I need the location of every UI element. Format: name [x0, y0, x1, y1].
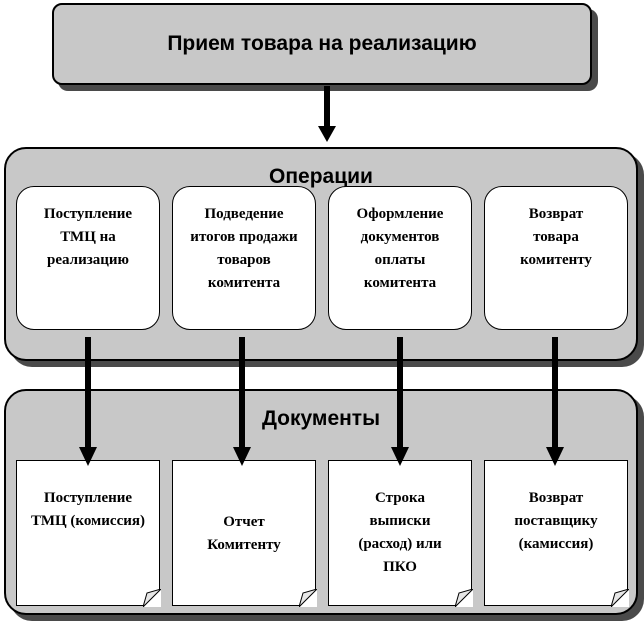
document-card-4: Возврат поставщику (камиссия) [484, 460, 629, 607]
operation-label-2: Подведение итогов продажи товаров комите… [190, 206, 298, 291]
operation-card-1: Поступление ТМЦ на реализацию [16, 186, 160, 330]
process-title-box: Прием товара на реализацию [52, 3, 592, 85]
operation-card-3: Оформление документов оплаты комитента [328, 186, 472, 330]
documents-title: Документы [261, 407, 381, 430]
document-label-4: Возврат поставщику (камиссия) [514, 490, 598, 552]
arrow-header-to-operations [318, 86, 336, 142]
document-card-2: Отчет Комитенту [172, 460, 317, 607]
page-fold-icon [610, 588, 629, 607]
document-card-3: Строка выписки (расход) или ПКО [328, 460, 473, 607]
operations-title: Операции [269, 165, 373, 188]
document-label-3: Строка выписки (расход) или ПКО [358, 490, 442, 575]
page-fold-icon [298, 588, 317, 607]
operation-label-3: Оформление документов оплаты комитента [356, 206, 444, 291]
document-card-1: Поступление ТМЦ (комиссия) [16, 460, 161, 607]
page-fold-icon [454, 588, 473, 607]
document-label-2: Отчет Комитенту [207, 514, 281, 553]
operation-label-4: Возврат товара комитенту [520, 206, 592, 268]
operation-label-1: Поступление ТМЦ на реализацию [43, 206, 133, 268]
operation-card-4: Возврат товара комитенту [484, 186, 628, 330]
operation-card-2: Подведение итогов продажи товаров комите… [172, 186, 316, 330]
process-title: Прием товара на реализацию [167, 32, 477, 55]
page-fold-icon [142, 588, 161, 607]
document-label-1: Поступление ТМЦ (комиссия) [31, 490, 145, 529]
